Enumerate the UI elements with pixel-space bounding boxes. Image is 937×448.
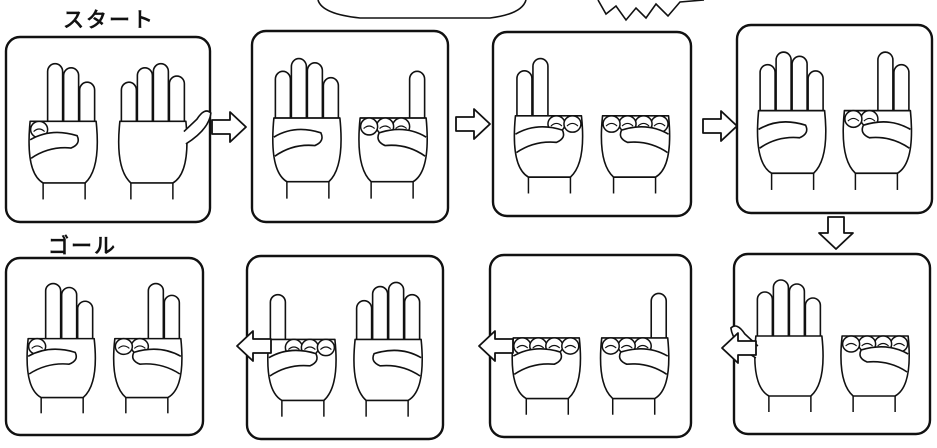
left-hand-four-fingers xyxy=(273,59,341,199)
right-hand-four-fingers xyxy=(354,282,422,416)
panel-step-4 xyxy=(737,25,932,213)
top-burst-fragment xyxy=(598,0,704,20)
panel-step-3 xyxy=(493,32,691,216)
panel-step-6 xyxy=(490,255,691,437)
left-hand-four-fingers xyxy=(758,52,826,190)
panel-step-5 xyxy=(731,254,930,434)
top-speech-bubble-fragment xyxy=(318,0,526,18)
panel-step-7 xyxy=(247,256,443,439)
panel-step-2 xyxy=(252,31,448,222)
panel-step-8 xyxy=(6,258,203,435)
arrow-right-icon xyxy=(212,112,246,142)
arrow-down-icon xyxy=(819,217,853,249)
goal-label: ゴール xyxy=(48,230,117,260)
arrow-right-icon xyxy=(703,111,737,141)
arrow-right-icon xyxy=(456,109,490,139)
start-label: スタート xyxy=(63,4,155,34)
panel-step-1 xyxy=(6,37,211,222)
